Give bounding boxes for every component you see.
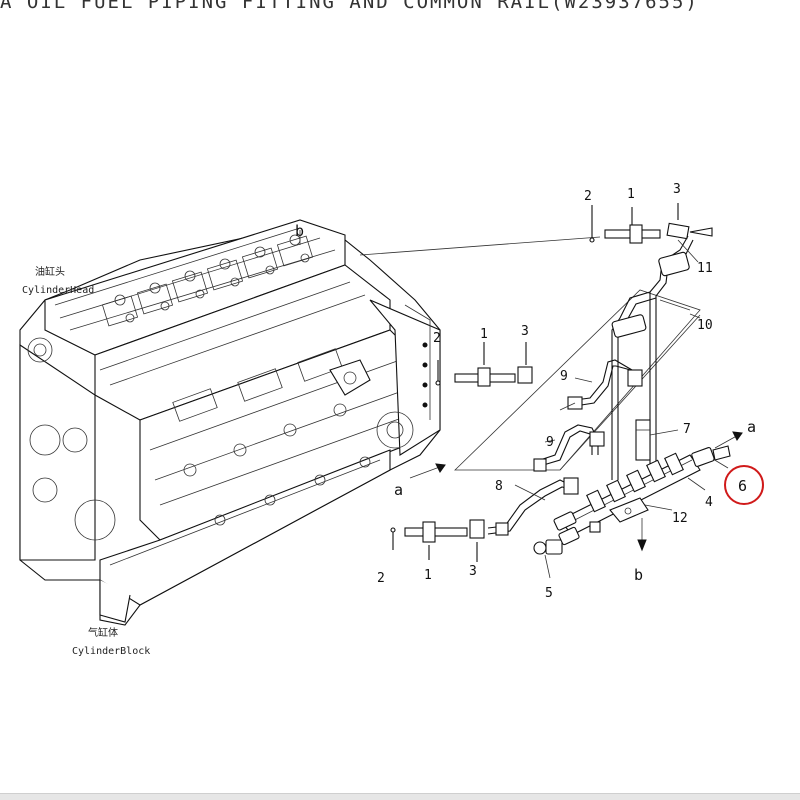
callout-5: 5 xyxy=(545,586,553,601)
callout-8: 8 xyxy=(495,479,503,494)
middle-injector-group xyxy=(435,342,533,387)
top-injector-group xyxy=(589,203,713,244)
callout-leaders xyxy=(514,239,729,579)
callout-2-mid: 2 xyxy=(433,331,441,346)
callout-3-top: 3 xyxy=(673,182,681,197)
engine-block-drawing xyxy=(19,219,441,626)
common-rail xyxy=(533,431,743,555)
label-b-bottom: b xyxy=(634,566,643,584)
callout-10: 10 xyxy=(697,318,713,333)
callout-1-mid: 1 xyxy=(480,327,488,342)
callout-2-bottom: 2 xyxy=(377,571,385,586)
cylinder-head-cn-caption: 油缸头 xyxy=(35,265,65,278)
callout-3-bottom: 3 xyxy=(469,564,477,579)
callout-1-top: 1 xyxy=(627,187,635,202)
callout-9-upper: 9 xyxy=(560,369,568,384)
callout-7: 7 xyxy=(683,422,691,437)
label-b-top: b xyxy=(295,222,304,240)
page-title: A OIL FUEL PIPING FITTING AND COMMON RAI… xyxy=(0,0,699,11)
callout-11: 11 xyxy=(697,261,713,276)
callout-2-top: 2 xyxy=(584,189,592,204)
highlighted-callout-6: 6 xyxy=(724,465,764,505)
callout-labels: 2 1 3 11 10 1 2 3 9 9 7 8 4 12 5 2 1 3 a… xyxy=(295,182,764,601)
label-a-right: a xyxy=(747,418,756,436)
highlight-ring xyxy=(724,465,764,505)
callout-4: 4 xyxy=(705,495,713,510)
callout-6: 6 xyxy=(738,477,747,495)
bottom-injector-group xyxy=(390,519,485,562)
cylinder-block-cn-caption: 气缸体 xyxy=(88,626,118,639)
fuel-pipes xyxy=(487,235,694,536)
bottom-scroll-strip xyxy=(0,793,800,800)
callout-9-lower: 9 xyxy=(546,435,554,450)
engine-leader-lines xyxy=(299,230,701,479)
callout-12: 12 xyxy=(672,511,688,526)
cylinder-block-en-caption: CylinderBlock xyxy=(72,646,150,657)
callout-3-mid: 3 xyxy=(521,324,529,339)
cylinder-head-en-caption: CylinderHead xyxy=(22,285,94,296)
callout-1-bottom: 1 xyxy=(424,568,432,583)
label-a-left: a xyxy=(394,481,403,499)
